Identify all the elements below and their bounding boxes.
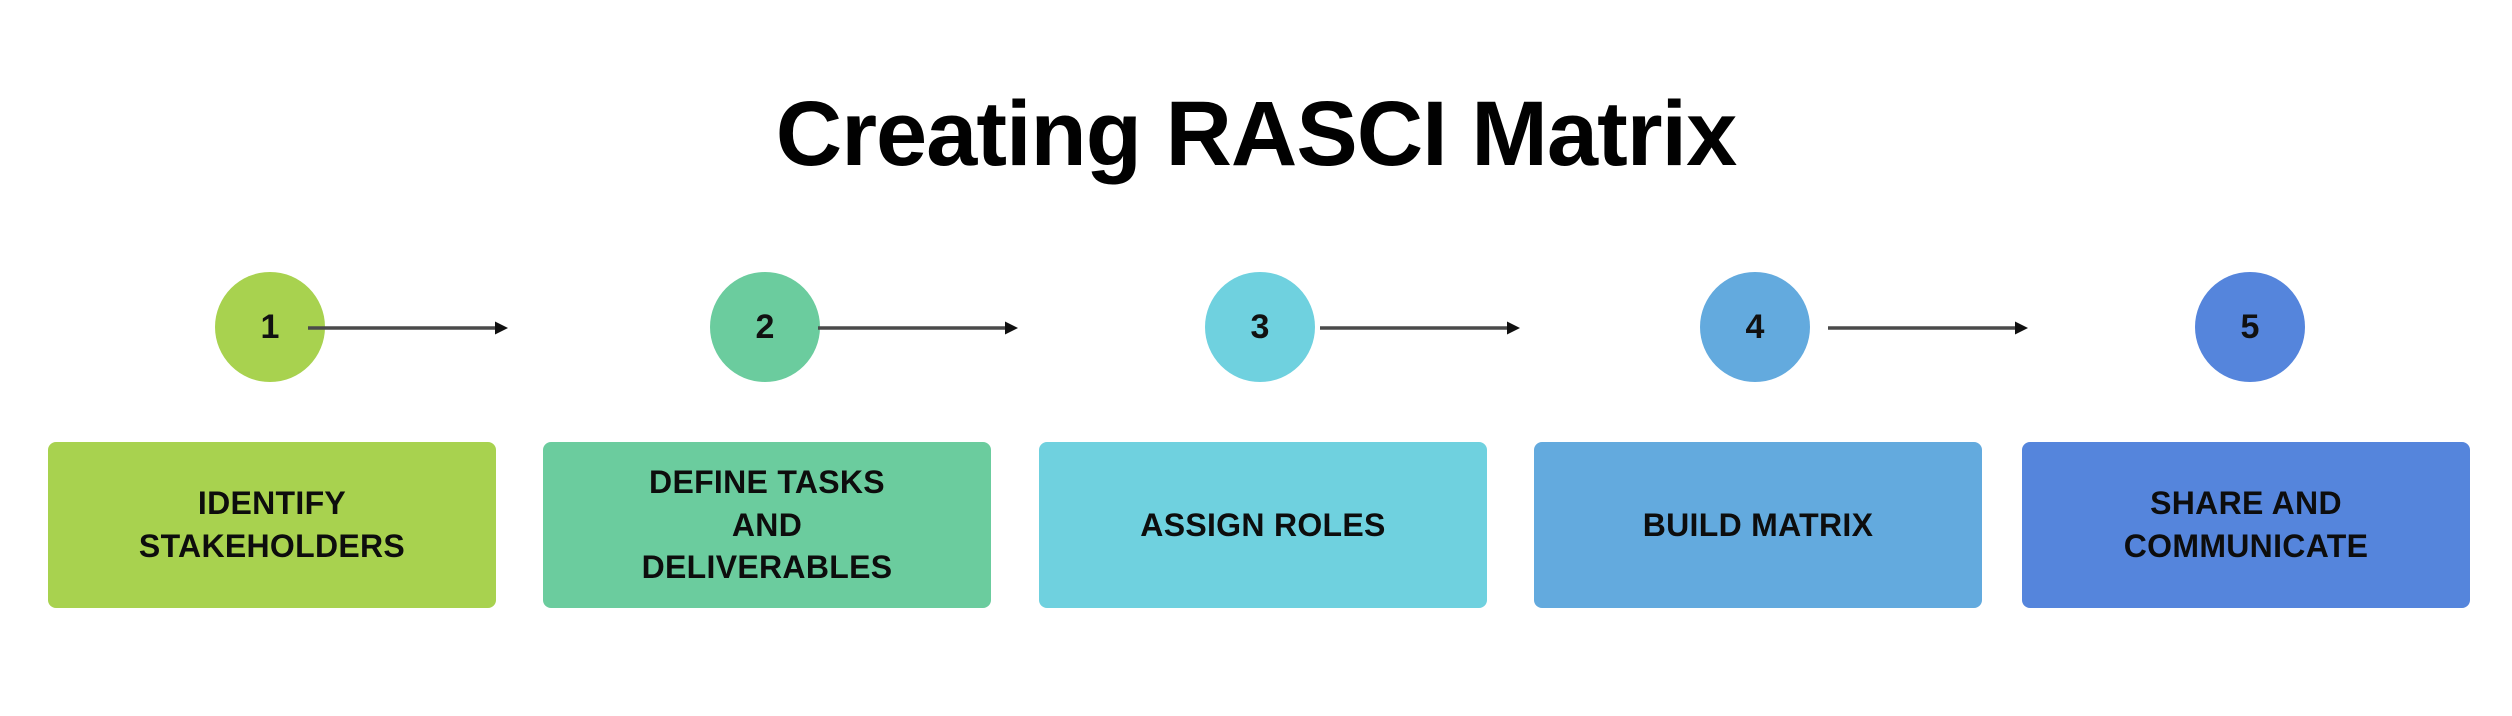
step-box-label: BUILD MATRIX [1642, 506, 1874, 543]
arrow-connector-4-to-5 [1828, 318, 2028, 338]
step-box-row: IDENTIFY STAKEHOLDERS DEFINE TASKS AND DE… [48, 442, 2470, 608]
step-box-4[interactable]: BUILD MATRIX [1534, 442, 1982, 608]
step-number-circle-1[interactable]: 1 [215, 272, 325, 382]
step-box-label: IDENTIFY STAKEHOLDERS [138, 485, 406, 564]
step-number-label: 2 [755, 307, 775, 346]
step-box-5[interactable]: SHARE AND COMMUNICATE [2022, 442, 2470, 608]
step-box-label: DEFINE TASKS AND DELIVERABLES [641, 464, 893, 586]
step-number-row: 1 2 3 4 5 [48, 272, 2470, 382]
step-number-circle-3[interactable]: 3 [1205, 272, 1315, 382]
step-box-1[interactable]: IDENTIFY STAKEHOLDERS [48, 442, 496, 608]
step-number-label: 3 [1250, 307, 1270, 346]
step-number-label: 1 [260, 307, 280, 346]
step-box-label: ASSIGN ROLES [1140, 506, 1386, 543]
step-number-label: 4 [1745, 307, 1765, 346]
arrow-connector-2-to-3 [818, 318, 1018, 338]
step-number-circle-5[interactable]: 5 [2195, 272, 2305, 382]
step-box-label: SHARE AND COMMUNICATE [2123, 485, 2369, 564]
arrow-connector-3-to-4 [1320, 318, 1520, 338]
step-box-2[interactable]: DEFINE TASKS AND DELIVERABLES [543, 442, 991, 608]
step-box-3[interactable]: ASSIGN ROLES [1039, 442, 1487, 608]
step-number-label: 5 [2240, 307, 2260, 346]
step-number-circle-4[interactable]: 4 [1700, 272, 1810, 382]
page-title: Creating RASCI Matrix [775, 83, 1738, 185]
arrow-connector-1-to-2 [308, 318, 508, 338]
step-number-circle-2[interactable]: 2 [710, 272, 820, 382]
